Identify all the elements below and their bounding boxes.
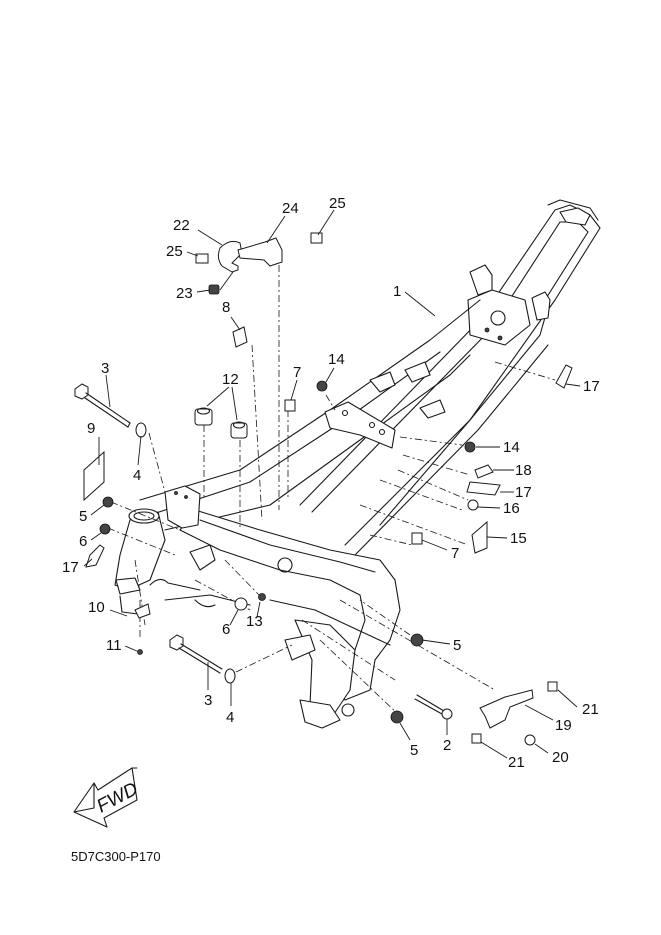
part-21-clip-lower <box>471 733 482 744</box>
callout-14: 14 <box>328 351 345 368</box>
callout-4: 4 <box>226 709 234 726</box>
part-20-bolt <box>524 734 536 746</box>
part-3-bolt-lower <box>169 634 223 674</box>
part-23-damper <box>208 284 220 295</box>
callout-13: 13 <box>246 613 263 630</box>
callout-21: 21 <box>508 754 525 771</box>
part-19-stay <box>479 689 534 729</box>
callout-12: 12 <box>222 371 239 388</box>
callout-25: 25 <box>329 195 346 212</box>
part-21-clip-right <box>547 681 558 692</box>
callout-4: 4 <box>133 467 141 484</box>
callout-5: 5 <box>79 508 87 525</box>
callout-6: 6 <box>79 533 87 550</box>
callout-17: 17 <box>62 559 79 576</box>
part-11-screw <box>137 649 143 655</box>
callout-19: 19 <box>555 717 572 734</box>
callout-14: 14 <box>503 439 520 456</box>
callout-10: 10 <box>88 599 105 616</box>
part-22-bracket <box>217 240 243 273</box>
callout-22: 22 <box>173 217 190 234</box>
part-4-washer-upper <box>135 422 147 438</box>
callout-7: 7 <box>293 364 301 381</box>
part-8-clip <box>232 326 248 348</box>
frame-body <box>114 199 601 729</box>
callout-16: 16 <box>503 500 520 517</box>
callout-20: 20 <box>552 749 569 766</box>
leader-lines <box>83 209 581 759</box>
callout-3: 3 <box>101 360 109 377</box>
part-17-pad-mid <box>466 481 501 496</box>
callout-21: 21 <box>582 701 599 718</box>
callout-17: 17 <box>515 484 532 501</box>
part-7-clip-upper <box>284 399 296 412</box>
diagram-code: 5D7C300-P170 <box>71 849 161 864</box>
callout-5: 5 <box>453 637 461 654</box>
part-17-pad-rear <box>555 364 573 389</box>
callout-17: 17 <box>583 378 600 395</box>
part-5-nut-left <box>102 496 114 508</box>
part-16-bolt <box>467 499 479 511</box>
callout-15: 15 <box>510 530 527 547</box>
forward-direction-arrow: FWD <box>73 767 142 828</box>
callout-24: 24 <box>282 200 299 217</box>
callout-11: 11 <box>106 637 122 654</box>
part-6-collar <box>99 523 111 535</box>
part-15-bracket <box>471 520 488 554</box>
callout-6: 6 <box>222 621 230 638</box>
part-6-cap <box>234 597 248 611</box>
callout-3: 3 <box>204 692 212 709</box>
part-17-pad-front <box>85 544 105 568</box>
part-3-bolt-upper <box>74 383 131 428</box>
part-7-clip-lower <box>411 532 423 545</box>
callout-1: 1 <box>393 283 401 300</box>
assembly-lines <box>107 250 556 717</box>
part-5-nut-right-lower <box>390 710 404 724</box>
small-parts <box>74 232 573 746</box>
part-14-nut-right <box>464 441 476 453</box>
part-13-nut <box>258 593 266 601</box>
callout-labels: 1 2 3 3 4 4 5 5 5 6 6 7 7 8 9 10 11 12 1… <box>62 195 600 771</box>
part-25-clip-left <box>195 253 209 264</box>
callout-8: 8 <box>222 299 230 316</box>
callout-25: 25 <box>166 243 183 260</box>
part-4-washer-lower <box>224 668 236 684</box>
part-18-pad <box>474 464 494 479</box>
callout-23: 23 <box>176 285 193 302</box>
callout-9: 9 <box>87 420 95 437</box>
part-14-nut-upper <box>316 380 328 392</box>
callout-2: 2 <box>443 737 451 754</box>
callout-18: 18 <box>515 462 532 479</box>
part-25-clip-right <box>310 232 323 244</box>
part-24-bracket <box>237 237 283 267</box>
part-5-nut-right-upper <box>410 633 424 647</box>
callout-5: 5 <box>410 742 418 759</box>
part-2-bolt <box>414 694 453 720</box>
part-9-label <box>83 450 105 502</box>
callout-7: 7 <box>451 545 459 562</box>
